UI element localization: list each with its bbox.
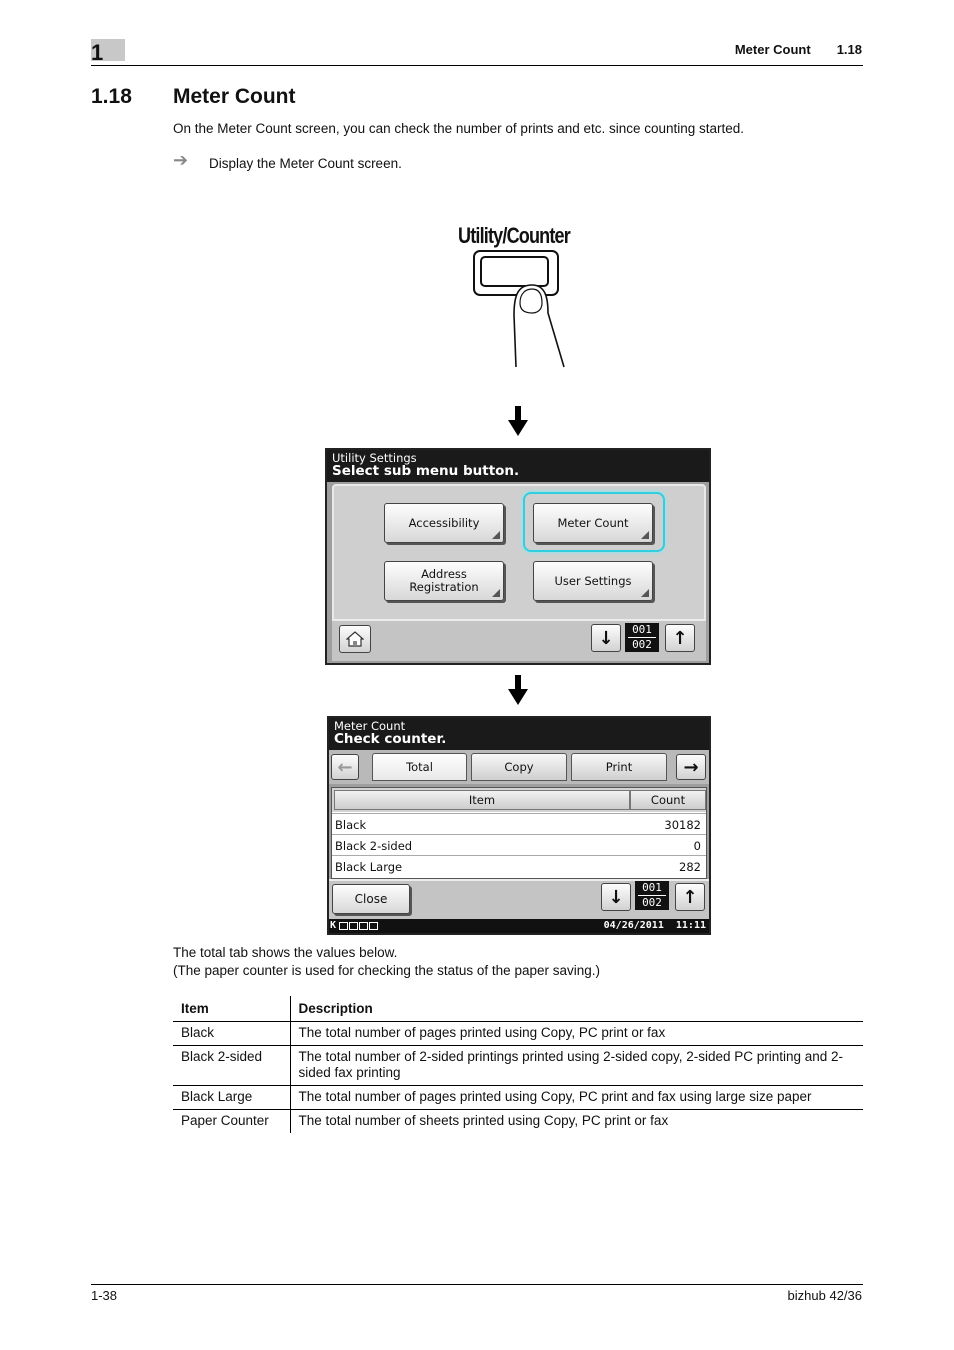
header-item: Item xyxy=(173,996,291,1022)
home-button[interactable] xyxy=(339,625,371,653)
chapter-number: 1 xyxy=(91,40,104,65)
table-row: Black The total number of pages printed … xyxy=(173,1021,863,1046)
scroll-down-button[interactable]: ↓ xyxy=(591,624,621,652)
column-header-item: Item xyxy=(334,790,630,810)
row-item: Black Large xyxy=(335,860,403,874)
step-arrow-icon: ➔ xyxy=(173,150,189,170)
row-count: 30182 xyxy=(664,818,701,832)
table-row: Paper Counter The total number of sheets… xyxy=(173,1109,863,1133)
running-header-title: Meter Count xyxy=(734,42,811,57)
screen-subtitle: Utility Settings xyxy=(332,451,417,465)
step-text: Display the Meter Count screen. xyxy=(209,156,402,171)
row-description: The total number of pages printed using … xyxy=(290,1085,863,1110)
tab-total[interactable]: Total xyxy=(372,753,467,781)
row-item: Paper Counter xyxy=(173,1109,291,1133)
row-item: Black Large xyxy=(173,1085,291,1110)
tab-prev-button[interactable]: ← xyxy=(331,754,359,780)
running-header: Meter Count 1.18 xyxy=(735,42,862,57)
running-header-section: 1.18 xyxy=(836,42,862,57)
row-item: Black xyxy=(173,1021,291,1046)
page-total: 002 xyxy=(632,638,652,651)
counter-table: Item Count Black 30182 Black 2-sided 0 B… xyxy=(331,787,707,879)
down-arrow-icon xyxy=(508,406,528,436)
accessibility-button[interactable]: Accessibility xyxy=(384,503,504,543)
row-item: Black 2-sided xyxy=(173,1045,291,1086)
table-row: Black 2-sided The total number of 2-side… xyxy=(173,1045,863,1086)
tab-bar: ← Total Copy Print → xyxy=(329,750,709,784)
footer-rule xyxy=(91,1284,863,1285)
section-title: Meter Count xyxy=(173,85,296,108)
arrow-down-icon: ↓ xyxy=(598,627,614,649)
arrow-up-icon: ↑ xyxy=(682,886,698,908)
scroll-up-button[interactable]: ↑ xyxy=(675,883,705,911)
toner-label: K xyxy=(330,920,337,931)
table-row: Black Large The total number of pages pr… xyxy=(173,1085,863,1110)
meter-count-button[interactable]: Meter Count xyxy=(533,503,653,543)
utility-counter-key-label: Utility/Counter xyxy=(458,223,571,248)
table-row: Black 2-sided 0 xyxy=(332,834,706,855)
intro-paragraph: On the Meter Count screen, you can check… xyxy=(173,121,745,136)
row-description: The total number of sheets printed using… xyxy=(298,1113,669,1128)
row-count: 282 xyxy=(679,860,701,874)
note-line-1: The total tab shows the values below. xyxy=(173,945,398,960)
address-registration-button[interactable]: Address Registration xyxy=(384,561,504,601)
tab-copy[interactable]: Copy xyxy=(471,753,567,781)
arrow-down-icon: ↓ xyxy=(608,886,624,908)
scroll-up-button[interactable]: ↑ xyxy=(665,624,695,652)
arrow-right-icon: → xyxy=(683,756,699,778)
close-button[interactable]: Close xyxy=(332,884,410,914)
utility-settings-screen: Utility Settings Select sub menu button.… xyxy=(325,448,711,665)
page-indicator: 001 002 xyxy=(635,881,669,910)
page-indicator: 001 002 xyxy=(625,623,659,652)
screen-titlebar: Meter Count Check counter. xyxy=(329,718,709,750)
arrow-up-icon: ↑ xyxy=(672,627,688,649)
page-current: 001 xyxy=(642,881,662,894)
note-line-2: (The paper counter is used for checking … xyxy=(173,963,600,978)
status-datetime: 04/26/2011 11:11 xyxy=(603,920,706,931)
row-description: The total number of pages printed using … xyxy=(290,1021,863,1046)
screen-title: Check counter. xyxy=(334,731,447,747)
row-description: The total number of 2-sided printings pr… xyxy=(290,1045,863,1086)
down-arrow-icon xyxy=(508,675,528,705)
table-header-row: Item Description xyxy=(173,996,863,1022)
page-current: 001 xyxy=(632,623,652,636)
row-count: 0 xyxy=(693,839,701,853)
column-header-count: Count xyxy=(630,790,706,810)
page-number: 1-38 xyxy=(91,1288,118,1303)
screen-subtitle: Meter Count xyxy=(334,719,406,733)
finger-press-icon xyxy=(473,250,565,368)
user-settings-button[interactable]: User Settings xyxy=(533,561,653,601)
status-bar: K 04/26/2011 11:11 xyxy=(329,919,709,933)
tab-next-button[interactable]: → xyxy=(676,754,706,780)
row-item: Black 2-sided xyxy=(335,839,413,853)
section-number: 1.18 xyxy=(91,85,132,108)
product-name: bizhub 42/36 xyxy=(787,1288,862,1303)
header-rule xyxy=(91,65,863,66)
tab-print[interactable]: Print xyxy=(571,753,667,781)
selection-highlight xyxy=(523,492,665,552)
scroll-down-button[interactable]: ↓ xyxy=(601,883,631,911)
row-item: Black xyxy=(335,818,367,832)
toner-level-icon xyxy=(339,922,378,930)
table-row: Black Large 282 xyxy=(332,855,706,876)
description-table: Item Description Black The total number … xyxy=(173,996,863,1133)
counter-table-header: Item Count xyxy=(332,788,706,812)
arrow-left-icon: ← xyxy=(337,756,353,778)
page-total: 002 xyxy=(642,896,662,909)
table-row: Black 30182 xyxy=(332,813,706,834)
screen-title: Select sub menu button. xyxy=(332,463,520,479)
header-description: Description xyxy=(290,996,863,1022)
screen-titlebar: Utility Settings Select sub menu button. xyxy=(327,450,709,482)
meter-count-screen: Meter Count Check counter. ← Total Copy … xyxy=(327,716,711,935)
chapter-tab xyxy=(91,39,125,61)
home-icon xyxy=(346,631,364,647)
